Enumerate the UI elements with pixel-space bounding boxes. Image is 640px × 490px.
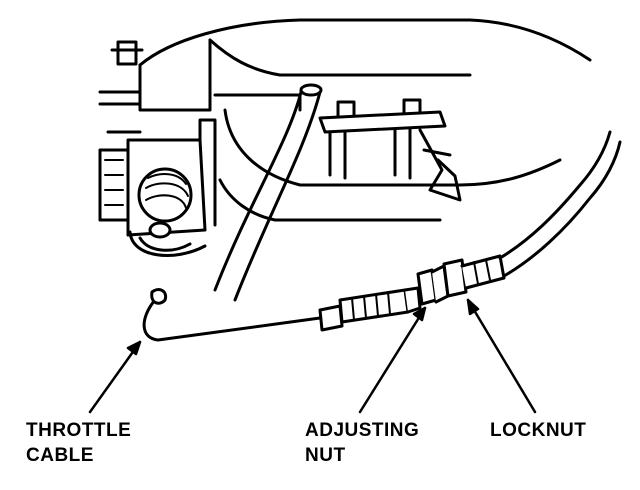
locknut-leader [466, 298, 537, 414]
throttle-body [98, 118, 217, 257]
throttle-cable-label-line2: CABLE [26, 445, 94, 466]
adjusting-nut-label: ADJUSTING NUT [305, 418, 419, 468]
cable-bracket [110, 40, 462, 202]
throttle-cable-label: THROTTLE CABLE [26, 418, 131, 468]
intake-manifold [98, 18, 592, 222]
throttle-cable-leader [88, 340, 142, 414]
throttle-cable-label-line1: THROTTLE [26, 420, 132, 441]
locknut-label-line1: LOCKNUT [490, 420, 587, 441]
adjusting-nut-label-line2: NUT [305, 445, 346, 466]
adjusting-nut-leader [358, 306, 427, 414]
throttle-cable [142, 130, 622, 342]
locknut-label: LOCKNUT [490, 418, 586, 443]
callout-leaders [88, 298, 537, 414]
vacuum-hose [213, 83, 323, 302]
adjusting-nut-label-line1: ADJUSTING [305, 420, 420, 441]
